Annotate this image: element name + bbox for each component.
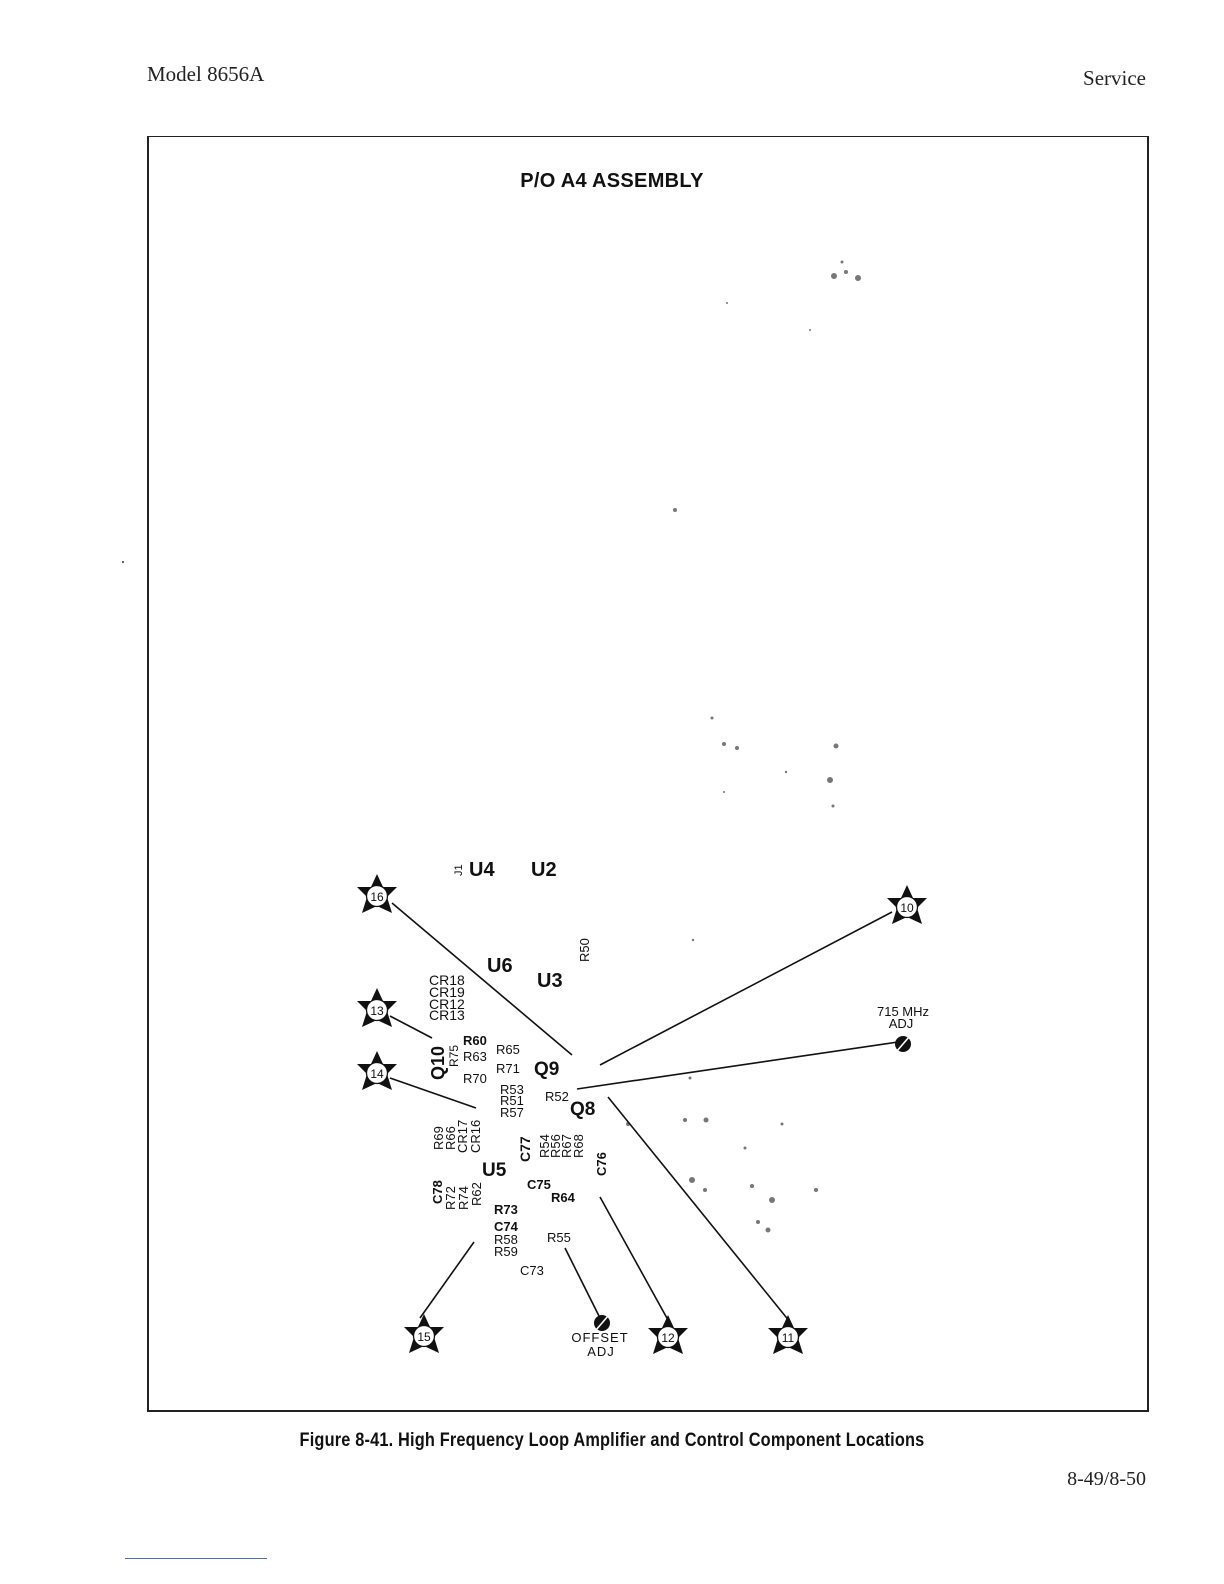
comp-r53: R53 — [500, 1082, 524, 1097]
leader-13 — [389, 1015, 433, 1039]
adj-offset-line2: ADJ — [587, 1344, 615, 1359]
comp-cr13: CR13 — [429, 1007, 465, 1023]
comp-r65: R65 — [496, 1042, 520, 1057]
comp-r66: R66 — [443, 1126, 458, 1150]
comp-r63: R63 — [463, 1049, 487, 1064]
svg-text:11: 11 — [782, 1331, 795, 1345]
comp-r72: R72 — [443, 1186, 458, 1210]
leader-10 — [599, 911, 893, 1066]
comp-cr18: CR18 — [429, 972, 465, 988]
comp-cr16: CR16 — [468, 1120, 483, 1153]
footer-rule — [125, 1558, 267, 1559]
comp-r67: R67 — [559, 1134, 574, 1158]
svg-text:16: 16 — [370, 890, 384, 904]
test-point-11[interactable]: 11 — [767, 1314, 809, 1355]
comp-c73: C73 — [520, 1263, 544, 1278]
comp-cr17: CR17 — [455, 1120, 470, 1153]
leader-15 — [419, 1241, 475, 1319]
section-header: Service — [1083, 66, 1146, 90]
figure-frame — [147, 136, 1149, 1412]
scan-specks — [626, 260, 861, 1233]
comp-c74: C74 — [494, 1219, 519, 1234]
svg-text:13: 13 — [370, 1004, 384, 1018]
comp-r71: R71 — [496, 1061, 520, 1076]
comp-r56: R56 — [548, 1134, 563, 1158]
comp-u2: U2 — [531, 859, 557, 881]
comp-r75: R75 — [447, 1045, 461, 1067]
comp-r51: R51 — [500, 1093, 524, 1108]
comp-cr19: CR19 — [429, 984, 465, 1000]
test-point-14[interactable]: 14 — [356, 1050, 398, 1091]
test-point-16[interactable]: 16 — [356, 873, 398, 914]
comp-c75: C75 — [527, 1177, 551, 1192]
svg-text:12: 12 — [661, 1331, 675, 1345]
comp-c78: C78 — [430, 1180, 445, 1204]
comp-u4: U4 — [469, 859, 495, 881]
page-number: 8-49/8-50 — [1067, 1468, 1146, 1490]
comp-r55: R55 — [547, 1230, 571, 1245]
leader-12 — [599, 1196, 669, 1321]
assembly-title: P/O A4 ASSEMBLY — [520, 170, 704, 192]
leader-11 — [607, 1096, 791, 1323]
leader-lines — [389, 902, 899, 1323]
test-point-15[interactable]: 15 — [403, 1313, 445, 1354]
comp-r50: R50 — [577, 938, 592, 962]
comp-r58: R58 — [494, 1232, 518, 1247]
comp-q9: Q9 — [534, 1059, 559, 1080]
test-point-13[interactable]: 13 — [356, 987, 398, 1028]
test-point-12[interactable]: 12 — [647, 1314, 689, 1355]
comp-r52: R52 — [545, 1089, 569, 1104]
test-point-10[interactable]: 10 — [886, 884, 928, 925]
comp-c77: C77 — [517, 1136, 533, 1162]
comp-r62: R62 — [469, 1182, 484, 1206]
adj-offset-line1: OFFSET — [571, 1330, 628, 1345]
svg-text:10: 10 — [900, 901, 914, 915]
comp-c76: C76 — [594, 1152, 609, 1176]
comp-r68: R68 — [571, 1134, 586, 1158]
adj-715-line1: 715 MHz — [877, 1004, 929, 1019]
comp-r60: R60 — [463, 1033, 487, 1048]
comp-j1: J1 — [453, 864, 465, 876]
leader-offset-adj — [564, 1247, 601, 1319]
comp-r54: R54 — [537, 1134, 552, 1158]
comp-q8: Q8 — [570, 1099, 595, 1120]
comp-r70: R70 — [463, 1071, 487, 1086]
comp-r73: R73 — [494, 1202, 518, 1217]
svg-text:14: 14 — [370, 1067, 384, 1081]
comp-r69: R69 — [431, 1126, 446, 1150]
adj-715-line2: ADJ — [889, 1016, 914, 1031]
comp-cr12: CR12 — [429, 996, 465, 1012]
comp-r59: R59 — [494, 1244, 518, 1259]
leader-14 — [389, 1077, 477, 1109]
comp-u5: U5 — [482, 1160, 507, 1181]
comp-q10: Q10 — [428, 1046, 448, 1080]
svg-text:15: 15 — [417, 1330, 431, 1344]
margin-speck — [122, 561, 124, 563]
comp-r57: R57 — [500, 1105, 524, 1120]
adjust-screw-715[interactable] — [895, 1036, 911, 1052]
model-header: Model 8656A — [147, 62, 265, 86]
leader-16 — [391, 902, 573, 1056]
figure-caption: Figure 8-41. High Frequency Loop Amplifi… — [299, 1430, 925, 1451]
adjust-screw-offset[interactable] — [594, 1315, 610, 1331]
comp-u6: U6 — [487, 955, 513, 977]
comp-r74: R74 — [456, 1186, 471, 1210]
comp-r64: R64 — [551, 1190, 576, 1205]
leader-715-adj — [576, 1041, 899, 1090]
comp-u3: U3 — [537, 970, 563, 992]
